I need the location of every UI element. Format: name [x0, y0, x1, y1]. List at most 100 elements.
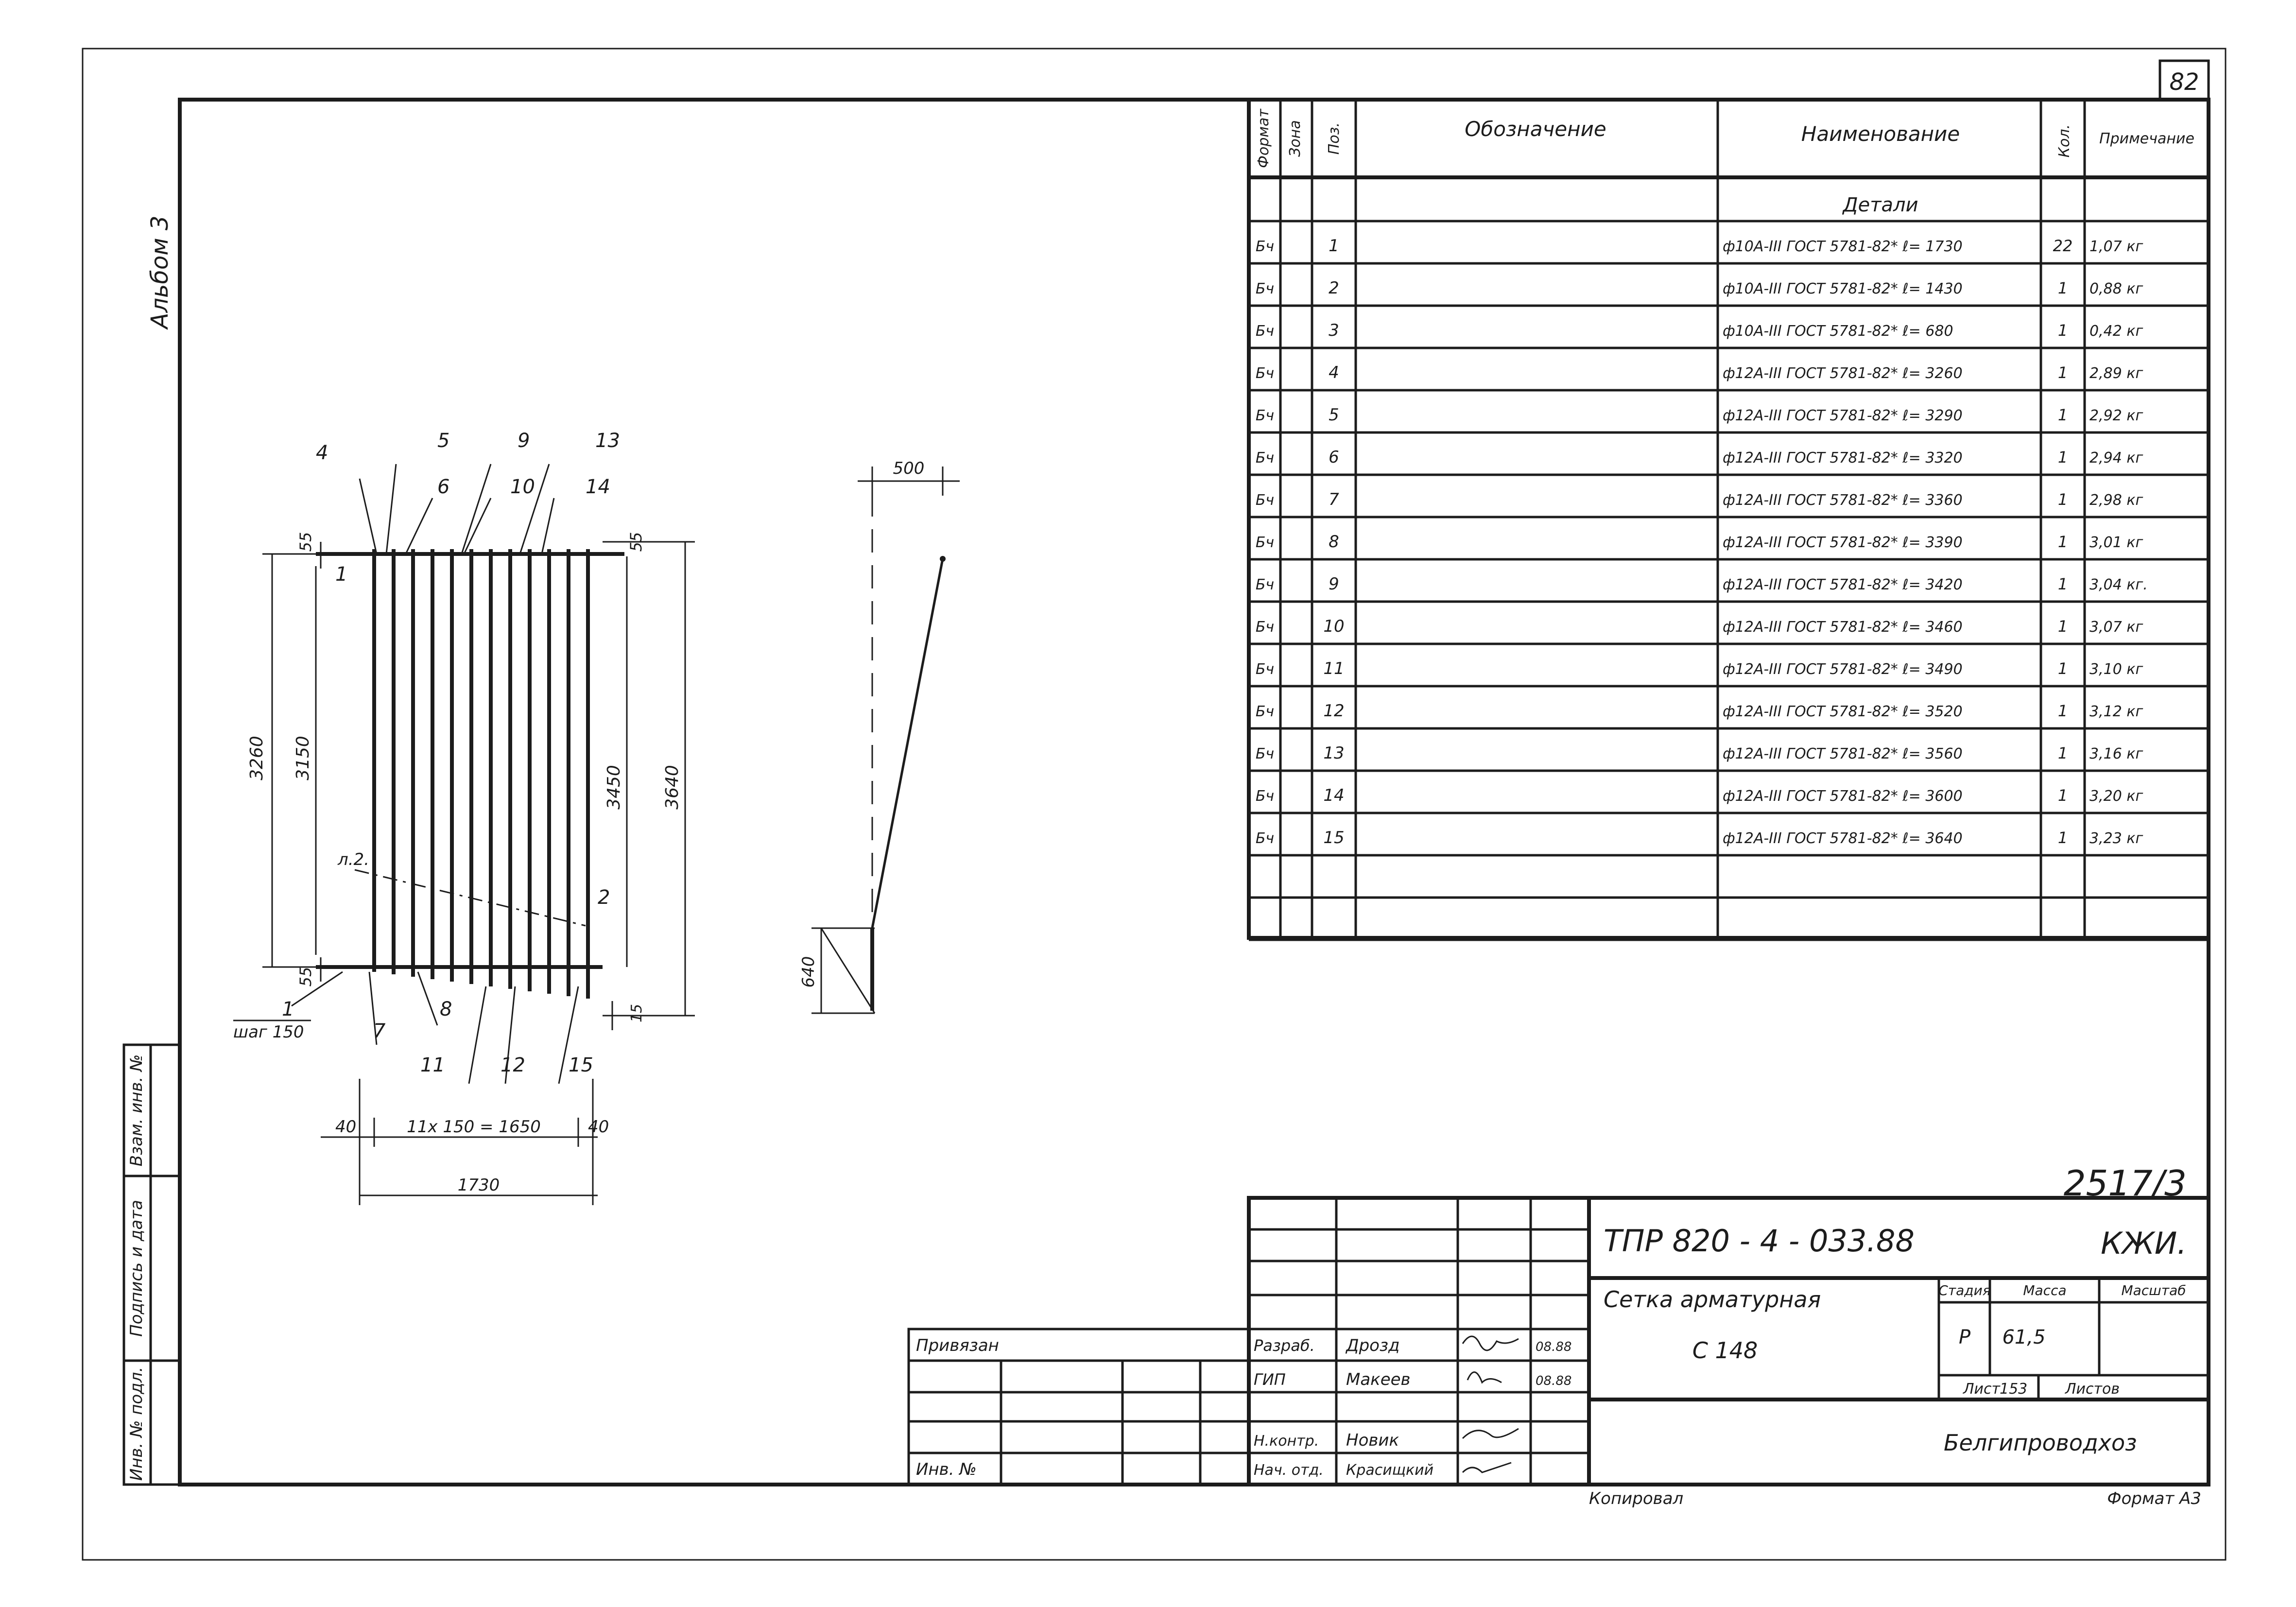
- spec-format: Бч: [1256, 703, 1274, 720]
- side-stamp: Инв. № подл. Подпись и дата Взам. инв. №: [122, 1043, 181, 1486]
- signature-2: [1467, 1371, 1502, 1384]
- dim-right-inner: 3450: [604, 765, 624, 810]
- spec-name: ф12А-III ГОСТ 5781-82* ℓ= 3640: [1723, 830, 1963, 847]
- spec-note: 0,42 кг: [2089, 323, 2143, 340]
- spec-pos: 10: [1323, 617, 1344, 636]
- signature-3: [1462, 1428, 1519, 1439]
- spec-pos: 11: [1323, 659, 1344, 678]
- callout-11: 11: [420, 1054, 445, 1076]
- sheet-number: 82: [2169, 69, 2199, 96]
- spec-pos: 3: [1329, 321, 1339, 340]
- spec-qty: 1: [2058, 617, 2068, 636]
- side-stamp-replace: Взам. инв. №: [127, 1054, 146, 1167]
- spec-format: Бч: [1256, 830, 1274, 847]
- dim-edge-left: 40: [335, 1117, 356, 1137]
- scale-label: Масштаб: [2121, 1282, 2186, 1298]
- callout-1: 1: [282, 998, 294, 1020]
- name-department-head: Красищкий: [1346, 1462, 1433, 1479]
- callout-5: 5: [437, 430, 449, 452]
- spec-name: ф12А-III ГОСТ 5781-82* ℓ= 3560: [1723, 745, 1963, 762]
- spec-qty: 1: [2058, 575, 2068, 593]
- callout-14: 14: [586, 476, 610, 498]
- spec-pos: 2: [1329, 278, 1339, 298]
- format-label: Формат А3: [2107, 1489, 2201, 1508]
- section-line: [354, 869, 586, 927]
- spec-format: Бч: [1256, 280, 1274, 297]
- callout-10: 10: [510, 476, 535, 498]
- album-label: Альбом 3: [146, 216, 173, 330]
- spec-note: 3,12 кг: [2089, 703, 2143, 720]
- spec-pos: 6: [1329, 448, 1339, 467]
- spec-pos: 4: [1329, 363, 1339, 382]
- copied-label: Копировал: [1589, 1489, 1683, 1508]
- spec-qty: 1: [2058, 702, 2068, 720]
- outer-border: [82, 48, 2227, 1561]
- spec-name: ф12А-III ГОСТ 5781-82* ℓ= 3520: [1723, 703, 1963, 720]
- dim-step: шаг 150: [233, 1022, 304, 1042]
- spec-pos: 7: [1329, 490, 1339, 509]
- date-developer: 08.88: [1536, 1340, 1571, 1354]
- dim-right-bottom: 15: [628, 1004, 645, 1022]
- spec-qty: 1: [2058, 448, 2068, 467]
- spec-format: Бч: [1256, 407, 1274, 424]
- spec-name: ф12А-III ГОСТ 5781-82* ℓ= 3320: [1723, 449, 1963, 467]
- date-chief-engineer: 08.88: [1536, 1374, 1571, 1388]
- spec-pos: 8: [1329, 532, 1339, 552]
- spec-format: Бч: [1256, 745, 1274, 762]
- role-norm-control: Н.контр.: [1254, 1433, 1319, 1450]
- mass-label: Масса: [2023, 1282, 2066, 1298]
- spec-name: ф12А-III ГОСТ 5781-82* ℓ= 3460: [1723, 619, 1963, 636]
- spec-name: ф12А-III ГОСТ 5781-82* ℓ= 3420: [1723, 576, 1963, 593]
- spec-note: 2,92 кг: [2089, 407, 2143, 424]
- header-pos: Поз.: [1326, 122, 1343, 155]
- sheet-label: Лист: [1963, 1381, 2001, 1398]
- organization: Белгипроводхоз: [1944, 1430, 2137, 1456]
- role-developer: Разраб.: [1254, 1336, 1315, 1355]
- spec-name: ф10А-III ГОСТ 5781-82* ℓ= 1430: [1723, 280, 1963, 297]
- signature-1: [1462, 1335, 1519, 1351]
- spec-note: 3,20 кг: [2089, 788, 2143, 805]
- spec-pos: 1: [1329, 236, 1339, 256]
- spec-format: Бч: [1256, 323, 1274, 340]
- spec-note: 3,10 кг: [2089, 661, 2143, 678]
- spec-name: ф12А-III ГОСТ 5781-82* ℓ= 3290: [1723, 407, 1963, 424]
- inv-label: Инв. №: [916, 1460, 977, 1479]
- dim-left-outer: 3260: [247, 736, 267, 780]
- mass-value: 61,5: [2002, 1326, 2045, 1348]
- side-stamp-inv: Инв. № подл.: [127, 1367, 146, 1481]
- spec-qty: 1: [2058, 533, 2068, 551]
- spec-note: 3,16 кг: [2089, 745, 2143, 762]
- doc-mark: КЖИ.: [2101, 1226, 2187, 1261]
- spec-qty: 1: [2058, 786, 2068, 805]
- header-note: Примечание: [2099, 130, 2194, 147]
- spec-format: Бч: [1256, 788, 1274, 805]
- spec-note: 2,98 кг: [2089, 492, 2143, 509]
- leader-lines: [291, 464, 579, 1084]
- role-department-head: Нач. отд.: [1254, 1462, 1324, 1479]
- callout-15: 15: [569, 1054, 593, 1076]
- dim-right-outer: 3640: [662, 765, 682, 810]
- spec-note: 3,07 кг: [2089, 619, 2143, 636]
- spec-qty: 1: [2058, 490, 2068, 509]
- spec-pos: 13: [1323, 743, 1344, 763]
- callout-4: 4: [316, 442, 328, 464]
- dim-right-top: 55: [627, 532, 645, 552]
- header-name: Наименование: [1801, 122, 1960, 146]
- spec-pos: 5: [1329, 405, 1339, 425]
- signature-4: [1462, 1462, 1512, 1473]
- profile-view: 500 640: [799, 459, 960, 1014]
- spec-format: Бч: [1256, 576, 1274, 593]
- header-zone: Зона: [1287, 120, 1304, 157]
- spec-pos: 12: [1323, 701, 1344, 721]
- name-developer: Дрозд: [1345, 1336, 1400, 1355]
- dim-top-margin: 55: [296, 532, 315, 552]
